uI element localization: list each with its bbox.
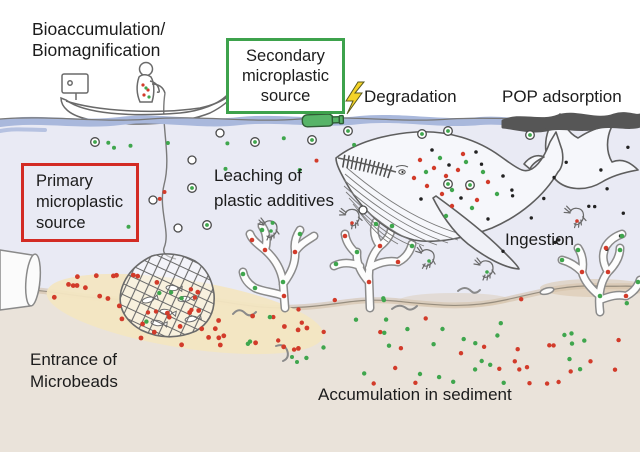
- primary-source-box: Primary microplastic source: [21, 163, 139, 242]
- microplastic-dots-layer: [51, 83, 640, 386]
- trawl-net-icon: [119, 253, 215, 338]
- bioaccumulation-label: Bioaccumulation/ Biomagnification: [32, 19, 166, 60]
- pop-smear: [501, 112, 640, 133]
- coral-center: [238, 217, 417, 313]
- fisherman-head: [138, 61, 154, 77]
- degradation-lightning-icon: [345, 81, 366, 115]
- boat-motor: [61, 73, 89, 94]
- fisherman-arm: [149, 80, 160, 93]
- entrance-microbeads-label: Entrance of Microbeads: [30, 350, 118, 391]
- accumulation-sediment-label: Accumulation in sediment: [318, 385, 512, 404]
- whale-mouth-line: [337, 157, 397, 173]
- secondary-source-box: Secondary microplastic source: [226, 38, 345, 114]
- leaching-label: Leaching of plastic additives: [214, 166, 335, 210]
- ingestion-label: Ingestion: [505, 230, 574, 249]
- fishing-rod: [151, 83, 166, 94]
- whale-dorsal-fin: [523, 154, 545, 170]
- coral-right: [557, 229, 640, 317]
- discharge-pipe-icon: [0, 249, 42, 311]
- plastic-fragments-layer: [90, 126, 535, 233]
- whale-baleen: [341, 154, 396, 180]
- pop-adsorption-label: POP adsorption: [502, 87, 622, 106]
- degradation-label: Degradation: [364, 87, 457, 106]
- plastic-bottle-icon: [301, 113, 345, 128]
- whale-flipper: [432, 195, 520, 270]
